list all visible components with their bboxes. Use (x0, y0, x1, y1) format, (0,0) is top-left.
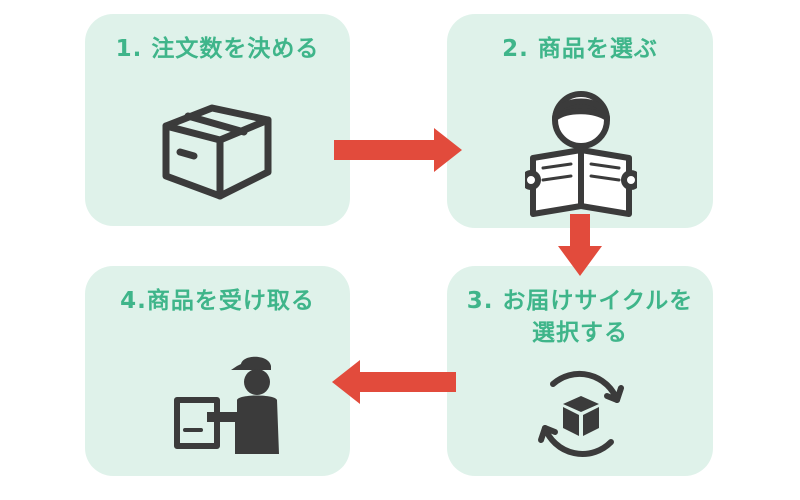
step-2-title: 2. 商品を選ぶ (502, 36, 658, 62)
step-3-title-line-1: 3. お届けサイクルを (466, 288, 694, 314)
arrow-left (332, 360, 456, 404)
step-3-title-line-2: 選択する (532, 320, 628, 346)
step-1-title: 1. 注文数を決める (115, 36, 320, 62)
step-3-card: 3. お届けサイクルを 選択する (447, 266, 713, 476)
arrow-down (558, 214, 602, 276)
arrow-right (334, 128, 462, 172)
step-2-card: 2. 商品を選ぶ (447, 14, 713, 228)
person-reading-icon (525, 91, 637, 217)
step-4-card: 4.商品を受け取る (85, 266, 350, 476)
delivery-person-icon (174, 356, 279, 454)
box-cycle-icon (538, 371, 624, 457)
step-4-title: 4.商品を受け取る (120, 288, 315, 314)
step-1-card: 1. 注文数を決める (85, 14, 350, 226)
box-icon (162, 104, 272, 200)
